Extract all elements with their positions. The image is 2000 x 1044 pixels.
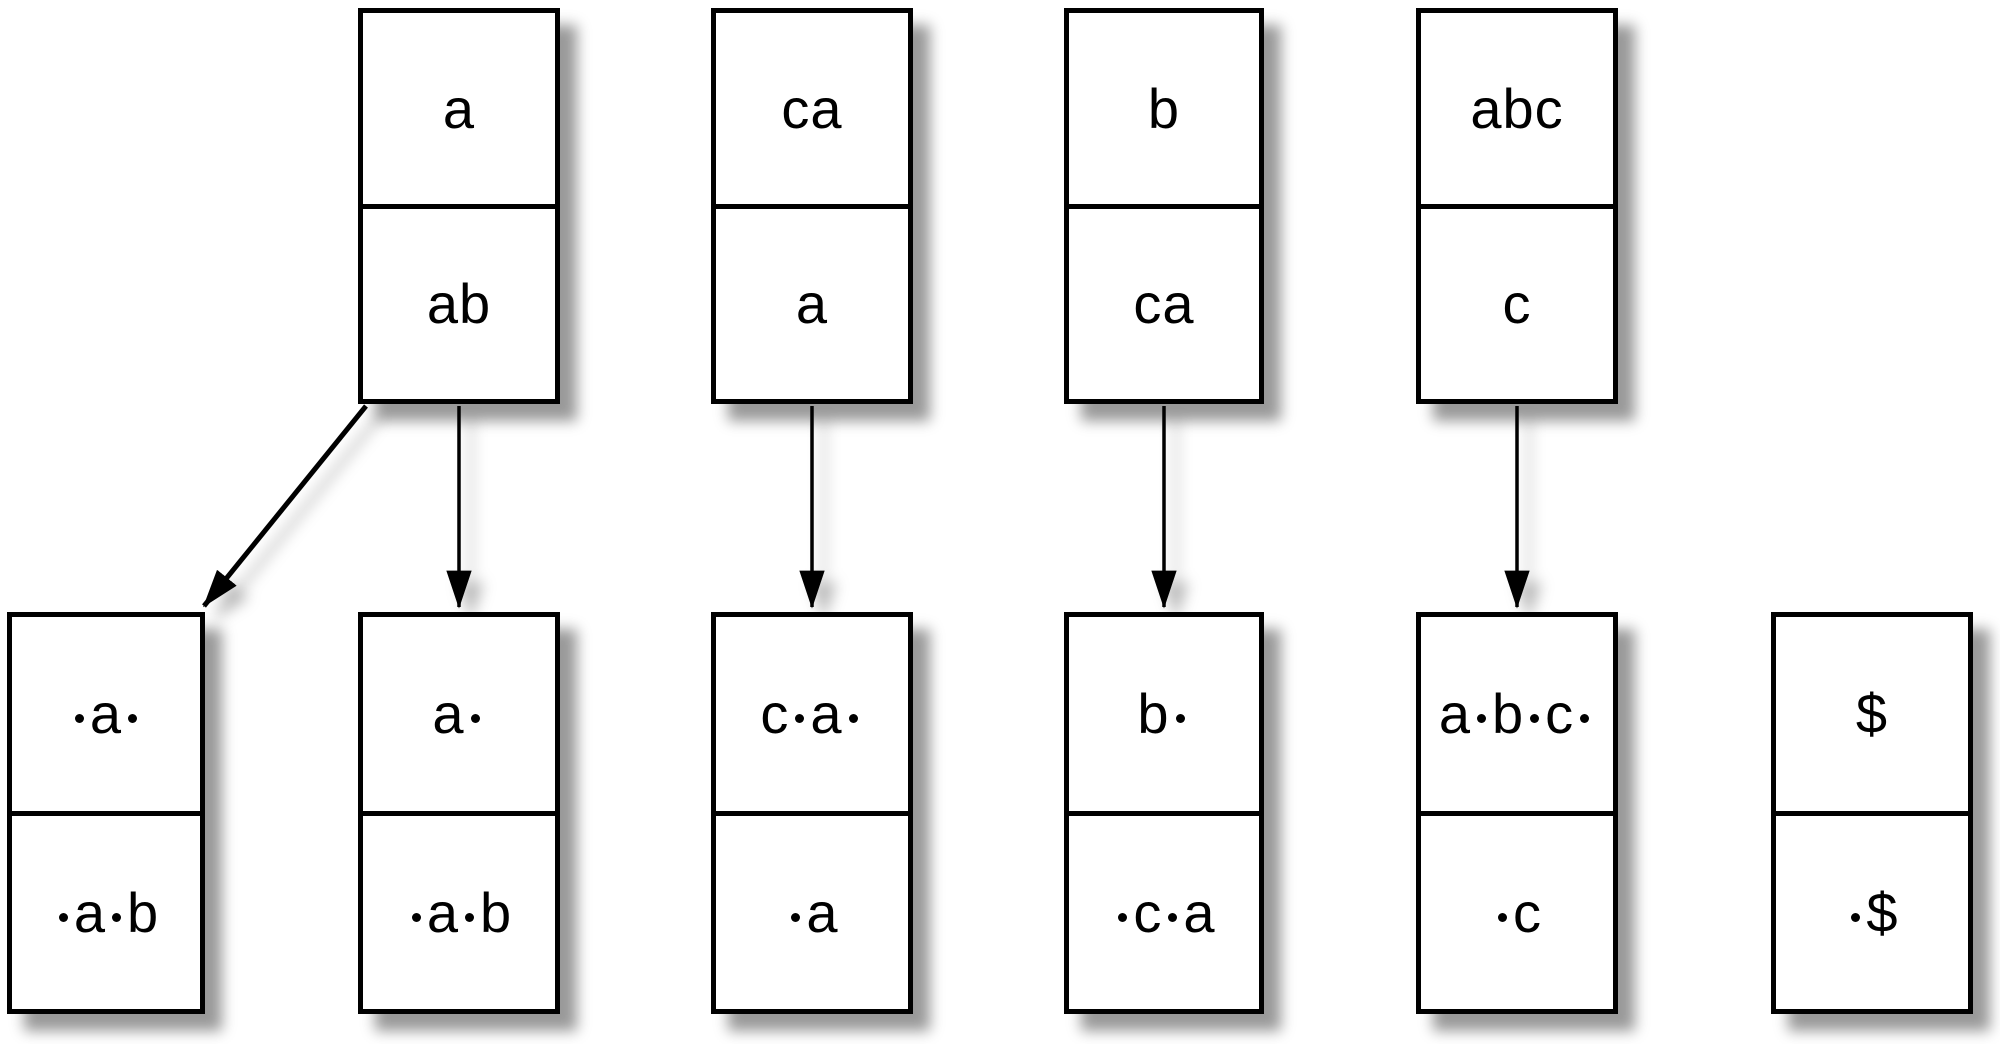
marker-dot [1175,714,1185,724]
marker-dot [128,714,138,724]
cell-lower: a [716,203,908,400]
cell-upper: a [363,617,555,811]
cell-lower: $ [1776,810,1968,1010]
cell-upper: $ [1776,617,1968,811]
marker-dot [848,714,858,724]
cell-label: a [69,681,143,746]
cell-label: $ [1845,880,1898,945]
cell-upper: abc [1421,13,1613,204]
marker-dot [58,912,68,922]
cell-upper: ca [716,13,908,204]
marker-dot [465,912,474,922]
marker-dot [470,714,480,724]
cell-upper: a [363,13,555,204]
marker-dot [1580,714,1590,724]
item-box-dollar: $ $ [1771,612,1973,1014]
cell-label: a [785,880,838,945]
cell-label: b [1137,681,1190,746]
cell-lower: c [1421,810,1613,1010]
cell-lower: a [716,810,908,1010]
cell-upper: b [1069,617,1259,811]
cell-label: a [432,681,485,746]
state-box-b-ca: b ca [1064,8,1264,404]
marker-dot [1477,714,1486,724]
marker-dot [1851,912,1861,922]
cell-label: b [1147,76,1181,140]
cell-label: ab [426,272,492,336]
cell-upper: b [1069,13,1259,204]
cell-label: ca [1133,272,1195,336]
cell-label: a [442,76,476,140]
cell-lower: ab [363,203,555,400]
cell-label: $ [1855,682,1889,746]
marker-dot [1118,912,1128,922]
cell-label: abc [1470,76,1564,140]
arrow-top-1-to-bottom-1 [202,404,368,608]
state-box-ca-a: ca a [711,8,913,404]
cell-lower: ca [1069,203,1259,400]
cell-label: a [795,272,829,336]
cell-label: c [1492,880,1542,945]
marker-dot [791,912,801,922]
marker-dot [1530,714,1540,724]
marker-dot [795,714,805,724]
cell-label: c [1502,272,1532,336]
marker-dot [112,912,121,922]
cell-label: ca [781,76,843,140]
cell-lower: c [1421,203,1613,400]
marker-dot [411,912,421,922]
state-box-a-ab: a ab [358,8,560,404]
marker-dot [74,714,84,724]
state-box-abc-c: abc c [1416,8,1618,404]
marker-dot [1498,912,1507,922]
marker-dot [1168,912,1178,922]
cell-upper: a [12,617,200,811]
